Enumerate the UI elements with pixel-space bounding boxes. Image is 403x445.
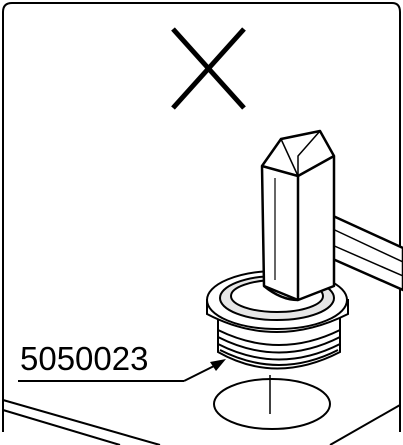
hole bbox=[213, 375, 331, 430]
part-number-label: 5050023 bbox=[20, 340, 148, 377]
leader-arrow-icon bbox=[210, 359, 226, 371]
part-label: 5050023 bbox=[18, 340, 226, 382]
cross-mark-icon bbox=[171, 27, 246, 110]
hammer-icon bbox=[260, 129, 403, 302]
